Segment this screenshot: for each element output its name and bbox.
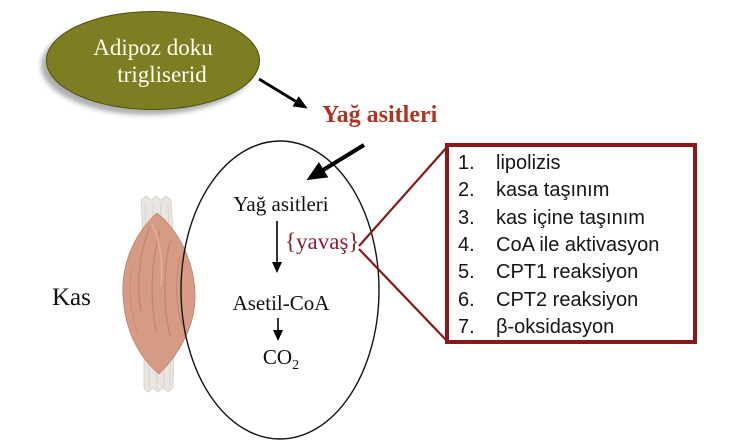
step-row: 2. kasa taşınım xyxy=(449,177,693,204)
muscle-label: Kas xyxy=(52,284,91,311)
co2-base: CO xyxy=(262,345,293,369)
fatty-acids-heading: Yağ asitleri xyxy=(322,102,438,128)
step-row: 6. CPT2 reaksiyon xyxy=(449,286,693,313)
adipose-label-line2: trigliserid xyxy=(117,61,207,87)
co2-subscript: 2 xyxy=(292,358,300,374)
step-label: lipolizis xyxy=(496,152,561,175)
muscle-belly-icon xyxy=(122,212,196,375)
arrow-heading-to-cell xyxy=(306,143,366,181)
step-number: 2. xyxy=(458,179,475,202)
step-row: 5. CPT1 reaksiyon xyxy=(449,259,693,286)
adipose-tissue-ellipse: Adipoz doku trigliserid xyxy=(46,11,260,110)
cell-ellipse xyxy=(180,140,380,440)
slow-rate-note: {yavaş} xyxy=(285,229,360,254)
step-label: CPT1 reaksiyon xyxy=(496,261,639,284)
step-row: 1. lipolizis xyxy=(449,150,693,177)
acetyl-coa-label: Asetil-CoA xyxy=(232,291,330,315)
step-number: 6. xyxy=(458,288,475,311)
step-row: 7. β-oksidasyon xyxy=(449,314,693,341)
callout-line-top xyxy=(358,146,448,247)
step-row: 4. CoA ile aktivasyon xyxy=(449,232,693,259)
adipose-label-line1: Adipoz doku xyxy=(93,34,213,60)
step-row: 3. kas içine taşınım xyxy=(449,205,693,232)
cell-substrate-label: Yağ asitleri xyxy=(233,192,329,216)
step-label: kas içine taşınım xyxy=(496,206,645,229)
step-label: kasa taşınım xyxy=(496,179,610,202)
step-number: 1. xyxy=(458,152,475,175)
step-label: CPT2 reaksiyon xyxy=(496,288,639,311)
arrow-adipose-to-heading xyxy=(258,77,308,109)
step-number: 5. xyxy=(458,261,475,284)
step-number: 4. xyxy=(458,234,475,257)
steps-callout-box: 1. lipolizis 2. kasa taşınım 3. kas için… xyxy=(445,143,697,344)
co2-label: CO2 xyxy=(238,345,324,374)
callout-line-bottom xyxy=(358,248,448,342)
muscle-illustration xyxy=(122,195,196,393)
step-label: CoA ile aktivasyon xyxy=(496,234,660,257)
step-label: β-oksidasyon xyxy=(496,315,615,338)
step-number: 3. xyxy=(458,206,475,229)
step-number: 7. xyxy=(458,315,475,338)
